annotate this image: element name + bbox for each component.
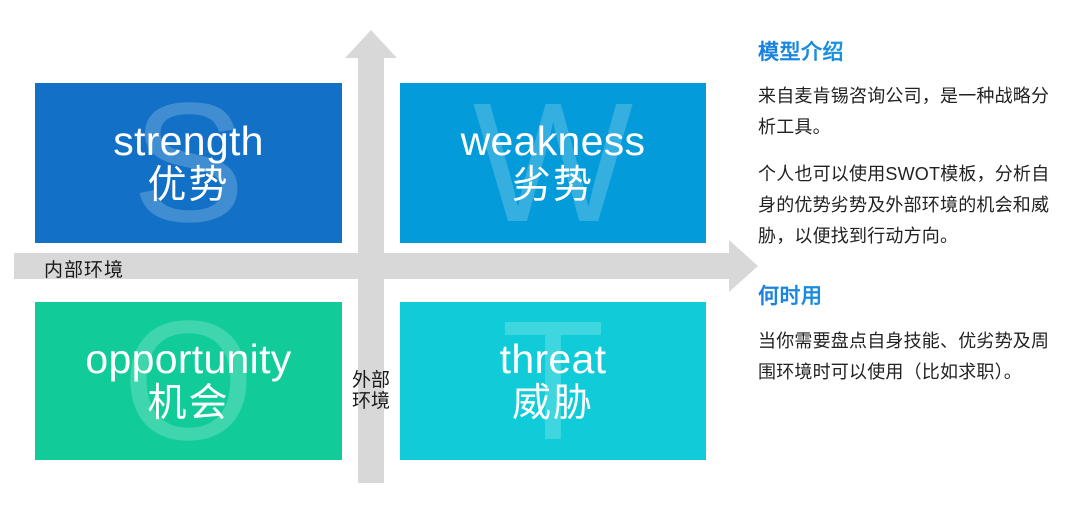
intro-paragraph-2: 个人也可以使用SWOT模板，分析自身的优势劣势及外部环境的机会和威胁，以便找到行… bbox=[758, 164, 1050, 247]
section-heading-model-intro: 模型介绍 bbox=[758, 38, 1054, 67]
intro-paragraph-1: 来自麦肯锡咨询公司，是一种战略分析工具。 bbox=[758, 86, 1050, 138]
quadrant-opportunity-title-en: opportunity bbox=[85, 335, 292, 382]
quadrant-threat-title-cn: 威胁 bbox=[511, 382, 594, 426]
quadrant-weakness-title-cn: 劣势 bbox=[511, 164, 594, 208]
quadrant-opportunity-labels: opportunity 机会 bbox=[35, 337, 342, 425]
vertical-axis-arrowhead-icon bbox=[345, 30, 397, 58]
quadrant-threat-title-en: threat bbox=[499, 335, 607, 382]
axis-label-internal-environment: 内部环境 bbox=[44, 260, 125, 281]
section-heading-when-to-use: 何时用 bbox=[758, 282, 1054, 311]
quadrant-weakness[interactable]: W weakness 劣势 bbox=[400, 83, 706, 243]
quadrant-strength-labels: strength 优势 bbox=[35, 119, 342, 207]
when-paragraph-1: 当你需要盘点自身技能、优劣势及周围环境时可以使用（比如求职）。 bbox=[758, 330, 1050, 382]
quadrant-weakness-title-en: weakness bbox=[460, 117, 646, 164]
quadrant-opportunity-title-cn: 机会 bbox=[147, 382, 230, 426]
axis-label-external-environment: 外部环境 bbox=[352, 370, 391, 413]
quadrant-threat[interactable]: T threat 威胁 bbox=[400, 302, 706, 460]
info-panel: 模型介绍 来自麦肯锡咨询公司，是一种战略分析工具。 个人也可以使用SWOT模板，… bbox=[758, 38, 1054, 387]
quadrant-threat-labels: threat 威胁 bbox=[400, 337, 706, 425]
quadrant-weakness-labels: weakness 劣势 bbox=[400, 119, 706, 207]
quadrant-opportunity[interactable]: O opportunity 机会 bbox=[35, 302, 342, 460]
horizontal-axis-arrowhead-icon bbox=[729, 240, 758, 292]
quadrant-strength-title-cn: 优势 bbox=[147, 164, 230, 208]
horizontal-axis-bar bbox=[14, 253, 729, 279]
quadrant-strength-title-en: strength bbox=[113, 117, 264, 164]
quadrant-strength[interactable]: S strength 优势 bbox=[35, 83, 342, 243]
